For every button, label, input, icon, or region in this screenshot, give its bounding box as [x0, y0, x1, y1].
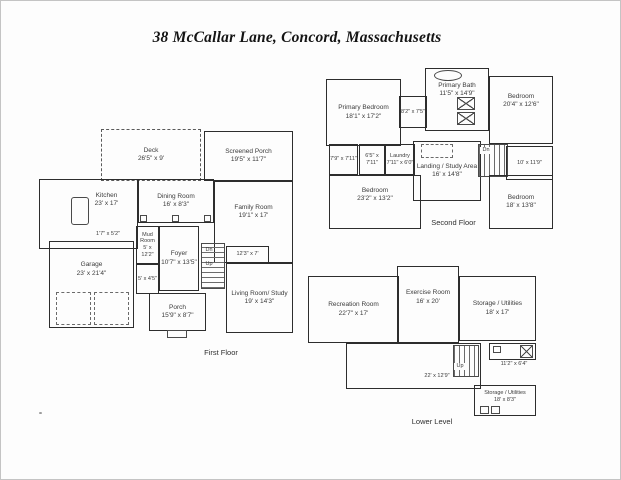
bathtub-icon: [434, 70, 462, 81]
room-bedroom-se: Bedroom 18' x 13'8": [489, 175, 553, 229]
room-bedroom-sw: Bedroom 23'2" x 13'2": [329, 175, 421, 229]
room-label: Bedroom 20'4" x 12'6": [503, 92, 539, 108]
room-living-study: Living Room/ Study 19' x 14'3": [226, 263, 293, 333]
room-label: Screened Porch 19'5" x 11'7": [225, 147, 272, 163]
room-label: Foyer 10'7" x 13'5": [161, 250, 197, 266]
room-laundry: Laundry 7'11" x 6'0": [385, 144, 415, 175]
room-screened-porch: Screened Porch 19'5" x 11'7": [204, 131, 293, 181]
room-label: Recreation Room 22'7" x 17': [328, 301, 379, 317]
closet-x-icon: [457, 112, 475, 125]
stairs-icon: [453, 345, 479, 377]
room-label: Porch 15'9" x 8'7": [161, 303, 194, 319]
room-label: Storage / Utilities 18' x 8'3": [484, 389, 526, 403]
stairs-up-label: Up: [454, 363, 466, 370]
lower-level-caption: Lower Level: [411, 417, 453, 426]
room-label: 6'5" x 7'11": [365, 152, 379, 166]
kitchen-island: [71, 197, 89, 225]
page-title: 38 McCallar Lane, Concord, Massachusetts: [152, 29, 442, 46]
room-mud: Mud Room 5' x 12'2": [136, 226, 159, 264]
room-bath-first: 5' x 4'5": [136, 264, 159, 294]
room-dining: Dining Room 16' x 8'3": [138, 179, 214, 223]
room-porch: Porch 15'9" x 8'7": [149, 293, 206, 331]
room-label: Storage / Utilities 18' x 17': [472, 300, 523, 316]
porch-step: [167, 330, 187, 338]
room-hall: 12'3" x 7': [226, 246, 269, 263]
room-kitchen: Kitchen 23' x 17': [39, 179, 138, 249]
room-primary-bedroom: Primary Bedroom 18'1" x 17'2": [326, 79, 401, 146]
first-floor-caption: First Floor: [204, 348, 238, 357]
room-stair-hall: [346, 343, 481, 389]
room-exercise: Exercise Room 16' x 20': [397, 266, 459, 343]
room-label: Bedroom 18' x 13'8": [506, 193, 536, 209]
garage-door: [56, 292, 91, 325]
room-label: Kitchen 23' x 17': [94, 191, 119, 207]
room-label: 8'2" x 7'5": [400, 108, 426, 115]
stair-hall-label: 22' x 12'9": [424, 373, 450, 379]
stairs-icon: [201, 243, 225, 289]
room-label: Living Room/ Study 19' x 14'3": [231, 289, 288, 305]
room-label: 5' x 4'5": [137, 275, 158, 282]
room-pantry-label: 1'7" x 5'2": [95, 231, 121, 237]
closet-x-icon: [457, 97, 475, 110]
room-garage: Garage 23' x 21'4": [49, 241, 134, 328]
stairs-down-label: Dn: [205, 247, 213, 253]
garage-door: [94, 292, 129, 325]
stairs-up-label: Up: [205, 261, 213, 267]
column: [204, 215, 211, 222]
room-closet-second: 8'2" x 7'5": [399, 96, 427, 128]
room-label: Exercise Room 16' x 20': [405, 289, 451, 305]
room-label: Bedroom 23'2" x 13'2": [357, 186, 393, 202]
room-recreation: Recreation Room 22'7" x 17': [308, 276, 399, 343]
room-label: Dining Room 16' x 8'3": [157, 192, 195, 208]
room-bath-a: 7'9" x 7'11": [329, 144, 358, 175]
room-label: 7'9" x 7'11": [330, 156, 357, 163]
room-bath-b: 6'5" x 7'11": [359, 144, 385, 175]
room-storage-lower: Storage / Utilities 18' x 8'3": [474, 385, 536, 416]
room-walk-in: 10' x 11'9": [506, 146, 553, 180]
room-label: 10' x 11'9": [517, 159, 542, 166]
shower-x-icon: [520, 345, 533, 358]
room-label: Laundry 7'11" x 6'0": [386, 152, 414, 166]
room-label: Landing / Study Area 16' x 14'8": [416, 162, 478, 178]
room-label: Mud Room 5' x 12'2": [140, 231, 155, 258]
second-floor-caption: Second Floor: [431, 218, 476, 227]
room-label: Deck 26'5" x 9': [137, 146, 165, 162]
room-deck: Deck 26'5" x 9': [101, 129, 201, 181]
water-heater-box: [480, 406, 489, 414]
room-label: 12'3" x 7': [236, 251, 259, 258]
water-heater-box: [491, 406, 500, 414]
room-bath-lower: [489, 343, 536, 360]
room-foyer: Foyer 10'7" x 13'5": [159, 226, 199, 291]
column: [140, 215, 147, 222]
room-label: Garage 23' x 21'4": [76, 261, 107, 277]
scan-noise-dot: [39, 412, 42, 414]
column: [172, 215, 179, 222]
sink-icon: [493, 346, 501, 353]
room-label: Primary Bedroom 18'1" x 17'2": [338, 104, 389, 120]
room-primary-bath: Primary Bath 11'5" x 14'9": [425, 68, 489, 131]
room-label: Family Room 19'1" x 17': [234, 203, 273, 219]
room-bedroom-ne: Bedroom 20'4" x 12'6": [489, 76, 553, 144]
desk-outline: [421, 144, 453, 158]
room-label: Primary Bath 11'5" x 14'9": [438, 82, 476, 98]
stairs-down-label: Dn: [480, 147, 492, 154]
room-storage-upper: Storage / Utilities 18' x 17': [459, 276, 536, 341]
bath-lower-label: 11'2" x 6'4": [500, 361, 528, 367]
